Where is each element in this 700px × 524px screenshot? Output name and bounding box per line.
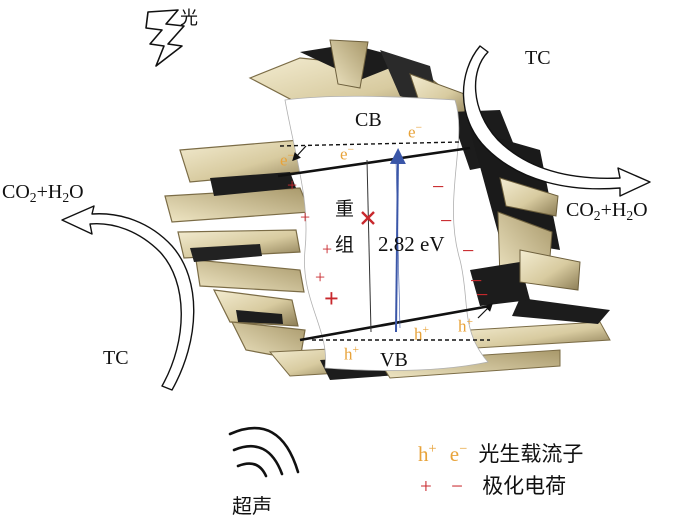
legend-hole-base: h <box>418 441 429 466</box>
co2-h2o-left-label: CO2+H2O <box>2 182 84 204</box>
hole-base: h <box>458 316 467 336</box>
plus-charge: + <box>322 239 333 259</box>
plus-charge: + <box>300 207 311 227</box>
legend-electron-symbol: e− <box>450 442 467 466</box>
legend-hole-symbol: h+ <box>418 442 437 466</box>
semiconductor-band <box>284 95 489 371</box>
arrow-tc-to-co2-right <box>462 45 651 197</box>
nanoflake-cluster <box>164 39 611 380</box>
co2-subscript: 2 <box>29 189 37 205</box>
plus-charge: + <box>324 284 339 313</box>
cb-label: CB <box>355 109 382 131</box>
legend-hole-sign: + <box>428 441 437 457</box>
o-text: O <box>69 181 84 203</box>
plus-charge: + <box>315 267 326 287</box>
recombination-marker <box>361 211 375 225</box>
ultrasound-label: 超声 <box>232 494 272 518</box>
plus-h-text: +H <box>36 181 63 203</box>
electron-base: e <box>340 144 348 164</box>
legend-carriers-text: 光生载流子 <box>478 441 584 466</box>
co2-text: CO <box>566 199 594 221</box>
legend-charges-text: 极化电荷 <box>482 474 567 498</box>
minus-charge: − <box>432 174 445 199</box>
recombination-label-1: 重 <box>335 198 355 220</box>
vb-label: VB <box>380 349 408 371</box>
electron-cb-right: e− <box>408 121 423 142</box>
hole-base: h <box>344 344 353 364</box>
arrow-tc-to-co2-left <box>61 205 195 391</box>
h2-subscript: 2 <box>626 207 634 223</box>
legend-charges-row: + − 极化电荷 <box>420 476 566 497</box>
legend-minus-symbol: − <box>451 474 463 498</box>
hole-vb-left: h+ <box>344 343 360 364</box>
lightning-icon <box>145 9 185 67</box>
electron-sign: − <box>415 121 423 134</box>
legend-carriers-row: h+ e− 光生载流子 <box>418 442 583 465</box>
hole-vb-right: h+ <box>458 315 474 336</box>
hole-base: h <box>414 324 423 344</box>
electron-sign: − <box>287 149 295 162</box>
ultrasound-waves-icon <box>228 426 300 478</box>
minus-charge: − <box>440 208 453 233</box>
hole-sign: + <box>352 343 360 356</box>
band-edges <box>277 141 493 342</box>
tc-left-label: TC <box>103 347 129 369</box>
hole-sign: + <box>466 315 474 328</box>
recombination-label-2: 组 <box>335 234 355 256</box>
electron-base: e <box>408 122 416 142</box>
bandgap-value: 2.82 eV <box>378 232 445 256</box>
co2-h2o-right-label: CO2+H2O <box>566 200 648 222</box>
co2-subscript: 2 <box>593 207 601 223</box>
electron-cb-mid: e− <box>340 143 355 164</box>
tc-top-label: TC <box>525 47 551 69</box>
legend-plus-symbol: + <box>420 474 432 498</box>
flow-arrows <box>61 45 651 391</box>
plus-h-text: +H <box>600 199 627 221</box>
hole-vb-mid: h+ <box>414 323 430 344</box>
h2-subscript: 2 <box>62 189 70 205</box>
minus-charge: − <box>462 238 475 263</box>
co2-text: CO <box>2 181 30 203</box>
minus-charge: − <box>470 268 483 293</box>
o-text: O <box>633 199 648 221</box>
electron-base: e <box>280 150 288 170</box>
light-label: 光 <box>180 8 198 29</box>
electron-sign: − <box>347 143 355 156</box>
minus-charge: − <box>476 282 489 307</box>
legend-electron-sign: − <box>459 441 468 457</box>
electron-cb-left: e− <box>280 149 295 170</box>
bandgap-arrow <box>389 148 406 333</box>
hole-sign: + <box>422 323 430 336</box>
legend-electron-base: e <box>449 441 460 466</box>
plus-charge: + <box>287 175 298 195</box>
